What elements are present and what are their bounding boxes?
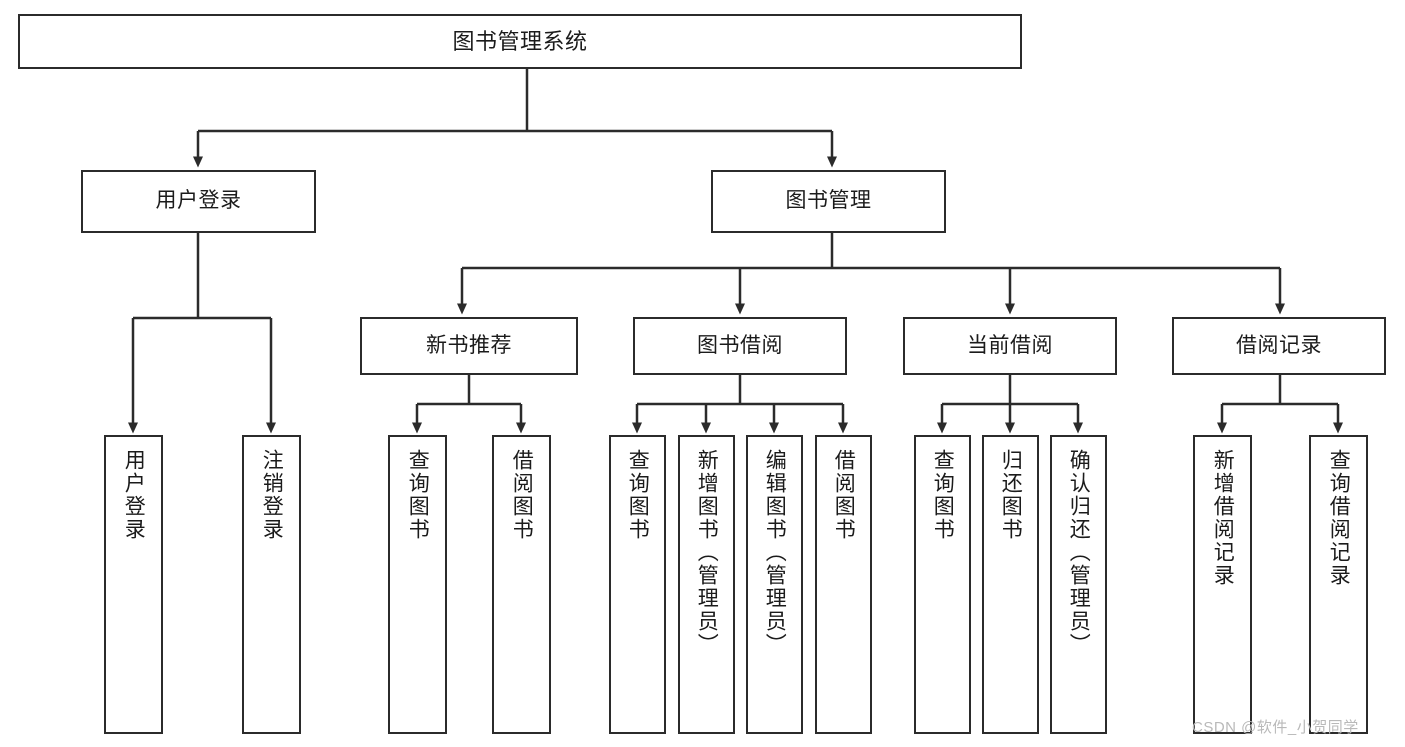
leaf-current-return-book[interactable]: 归还图书 (982, 435, 1039, 734)
leaf-borrow-add-book-admin[interactable]: 新增图书（管理员） (678, 435, 735, 734)
csdn-watermark: CSDN @软件_小贺同学 (1192, 719, 1359, 736)
node-label: 图书管理系统 (452, 28, 588, 54)
node-user-login[interactable]: 用户登录 (81, 170, 316, 233)
node-label: 借阅记录 (1236, 333, 1322, 357)
node-label: 查询图书 (931, 449, 955, 541)
leaf-borrow-query-book[interactable]: 查询图书 (609, 435, 666, 734)
node-label: 借阅图书 (510, 449, 534, 541)
node-label: 新书推荐 (426, 333, 512, 357)
leaf-newbook-query-book[interactable]: 查询图书 (388, 435, 447, 734)
node-label: 归还图书 (999, 449, 1023, 541)
node-label: 图书借阅 (697, 333, 783, 357)
node-label: 用户登录 (155, 189, 242, 213)
leaf-borrow-edit-book-admin[interactable]: 编辑图书（管理员） (746, 435, 803, 734)
leaf-current-query-book[interactable]: 查询图书 (914, 435, 971, 734)
node-current-borrow[interactable]: 当前借阅 (903, 317, 1117, 375)
node-label: 当前借阅 (967, 333, 1053, 357)
leaf-current-confirm-return-admin[interactable]: 确认归还（管理员） (1050, 435, 1107, 734)
node-label: 查询借阅记录 (1327, 449, 1351, 587)
node-book-borrow[interactable]: 图书借阅 (633, 317, 847, 375)
node-label: 借阅图书 (832, 449, 856, 541)
leaf-record-add-record[interactable]: 新增借阅记录 (1193, 435, 1252, 734)
node-label: 查询图书 (406, 449, 430, 541)
node-label: 注销登录 (260, 449, 284, 541)
leaf-user-login[interactable]: 用户登录 (104, 435, 163, 734)
node-book-management[interactable]: 图书管理 (711, 170, 946, 233)
node-label: 新增借阅记录 (1211, 449, 1235, 587)
node-label: 图书管理 (785, 189, 872, 213)
node-new-book-recommend[interactable]: 新书推荐 (360, 317, 578, 375)
leaf-newbook-borrow-book[interactable]: 借阅图书 (492, 435, 551, 734)
leaf-borrow-borrow-book[interactable]: 借阅图书 (815, 435, 872, 734)
node-root-system[interactable]: 图书管理系统 (18, 14, 1022, 69)
leaf-record-query-record[interactable]: 查询借阅记录 (1309, 435, 1368, 734)
node-borrow-record[interactable]: 借阅记录 (1172, 317, 1386, 375)
leaf-logout[interactable]: 注销登录 (242, 435, 301, 734)
node-label: 查询图书 (626, 449, 650, 541)
node-label: 用户登录 (122, 449, 146, 541)
node-label: 编辑图书（管理员） (763, 449, 787, 656)
node-label: 确认归还（管理员） (1067, 449, 1091, 656)
node-label: 新增图书（管理员） (695, 449, 719, 656)
